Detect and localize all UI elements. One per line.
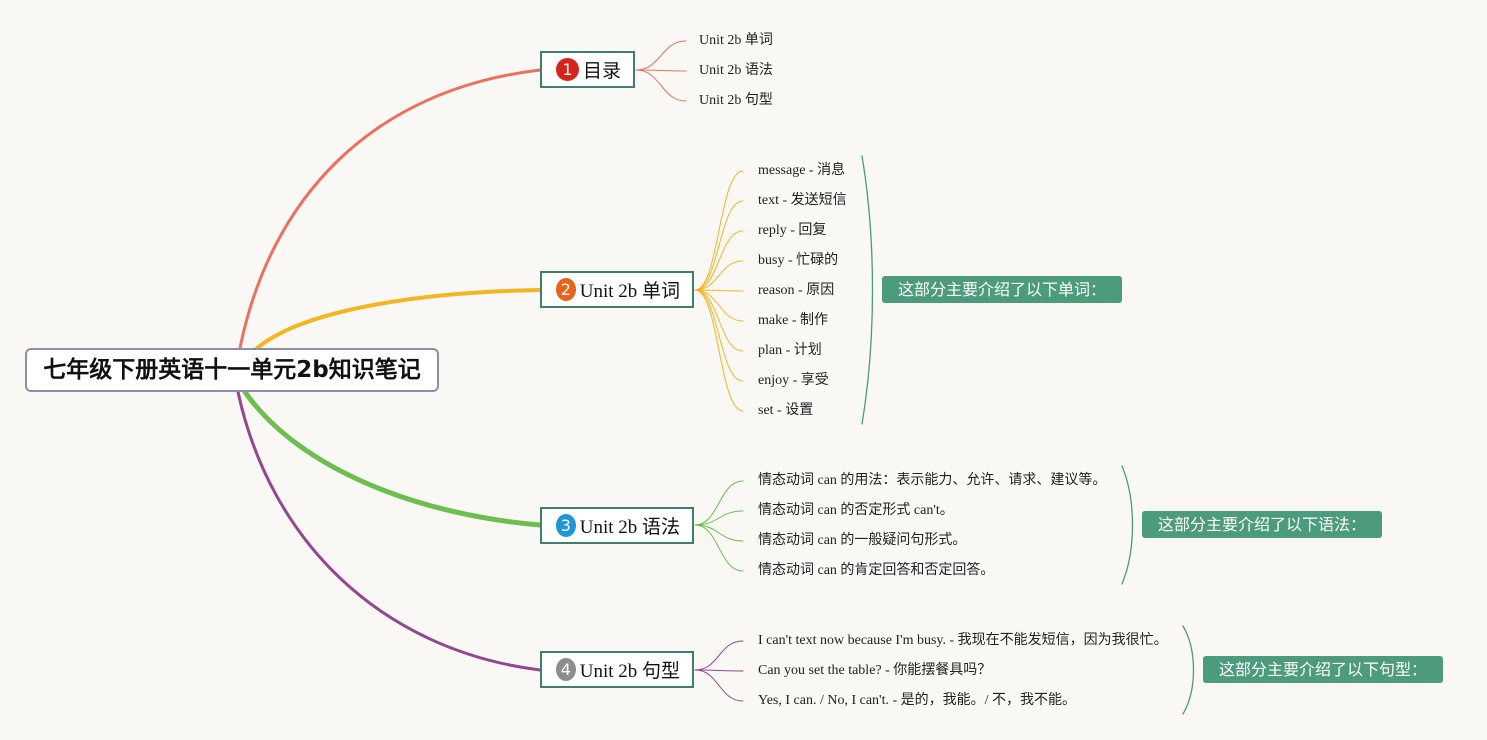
branch-label-contents: 目录 (582, 61, 621, 82)
leaf-vocabulary-3[interactable]: reply - 回复 (758, 223, 827, 238)
leaf-line-vocabulary-7 (694, 289, 744, 352)
leaf-sentence-2[interactable]: Can you set the table? - 你能摆餐具吗？ (758, 663, 992, 678)
leaf-vocabulary-6[interactable]: make - 制作 (758, 313, 828, 328)
branch-topic-contents[interactable]: 1 目录 (540, 51, 635, 88)
leaf-line-contents-3 (635, 69, 687, 102)
summary-vocabulary[interactable]: 这部分主要介绍了以下单词： (882, 276, 1123, 303)
leaf-vocabulary-8[interactable]: enjoy - 享受 (758, 373, 829, 388)
leaf-line-vocabulary-2 (694, 200, 744, 291)
leaf-sentence-3[interactable]: Yes, I can. / No, I can't. - 是的，我能。/ 不，我… (758, 693, 1077, 708)
leaf-vocabulary-7[interactable]: plan - 计划 (758, 343, 822, 358)
number-badge-1: 1 (556, 58, 579, 81)
leaf-line-sentence-3 (694, 669, 744, 702)
branch-label-sentence-patterns: Unit 2b 句型 (579, 661, 680, 682)
leaf-grammar-3[interactable]: 情态动词 can 的一般疑问句形式。 (758, 533, 967, 548)
leaf-contents-2[interactable]: Unit 2b 语法 (699, 63, 773, 78)
leaf-line-vocabulary-9 (694, 289, 744, 412)
branch-topic-grammar[interactable]: 3 Unit 2b 语法 (540, 507, 694, 544)
branch-topic-sentence-patterns[interactable]: 4 Unit 2b 句型 (540, 651, 694, 688)
number-badge-2: 2 (556, 278, 576, 301)
leaf-contents-1[interactable]: Unit 2b 单词 (699, 33, 773, 48)
leaf-line-grammar-2 (694, 510, 744, 526)
leaf-line-contents-2 (635, 69, 687, 72)
leaf-line-vocabulary-8 (694, 289, 744, 382)
leaf-line-vocabulary-1 (694, 170, 744, 291)
leaf-sentence-1[interactable]: I can't text now because I'm busy. - 我现在… (758, 633, 1168, 648)
leaf-contents-3[interactable]: Unit 2b 句型 (699, 93, 773, 108)
branch-label-grammar: Unit 2b 语法 (579, 517, 680, 538)
leaf-line-vocabulary-5 (694, 289, 744, 292)
leaf-line-vocabulary-3 (694, 230, 744, 291)
brace-sentence-patterns (1182, 625, 1195, 715)
branch-label-vocabulary: Unit 2b 单词 (579, 281, 680, 302)
leaf-vocabulary-2[interactable]: text - 发送短信 (758, 193, 847, 208)
number-badge-4: 4 (556, 658, 576, 681)
leaf-line-vocabulary-4 (694, 260, 744, 291)
brace-vocabulary (861, 155, 874, 425)
summary-sentence-patterns[interactable]: 这部分主要介绍了以下句型： (1203, 656, 1444, 683)
brace-grammar (1121, 465, 1134, 585)
leaf-line-sentence-1 (694, 640, 744, 671)
summary-grammar[interactable]: 这部分主要介绍了以下语法： (1142, 511, 1383, 538)
branch-line-vocabulary (253, 288, 542, 352)
branch-topic-vocabulary[interactable]: 2 Unit 2b 单词 (540, 271, 694, 308)
leaf-line-vocabulary-6 (694, 289, 744, 322)
leaf-vocabulary-9[interactable]: set - 设置 (758, 403, 814, 418)
leaf-line-contents-1 (635, 40, 687, 71)
leaf-line-sentence-2 (694, 669, 744, 672)
branch-line-sentence-patterns (236, 390, 542, 672)
leaf-line-grammar-1 (694, 480, 744, 526)
leaf-line-grammar-3 (694, 524, 744, 542)
leaf-vocabulary-1[interactable]: message - 消息 (758, 163, 846, 178)
branch-line-grammar (242, 389, 543, 528)
leaf-grammar-1[interactable]: 情态动词 can 的用法：表示能力、允许、请求、建议等。 (758, 473, 1107, 488)
leaf-vocabulary-4[interactable]: busy - 忙碌的 (758, 253, 839, 268)
leaf-vocabulary-5[interactable]: reason - 原因 (758, 283, 835, 298)
branch-line-contents (238, 68, 542, 350)
leaf-line-grammar-4 (694, 524, 744, 572)
leaf-grammar-2[interactable]: 情态动词 can 的否定形式 can't。 (758, 503, 954, 518)
leaf-grammar-4[interactable]: 情态动词 can 的肯定回答和否定回答。 (758, 563, 995, 578)
root-topic[interactable]: 七年级下册英语十一单元2b知识笔记 (25, 348, 439, 392)
number-badge-3: 3 (556, 514, 576, 537)
